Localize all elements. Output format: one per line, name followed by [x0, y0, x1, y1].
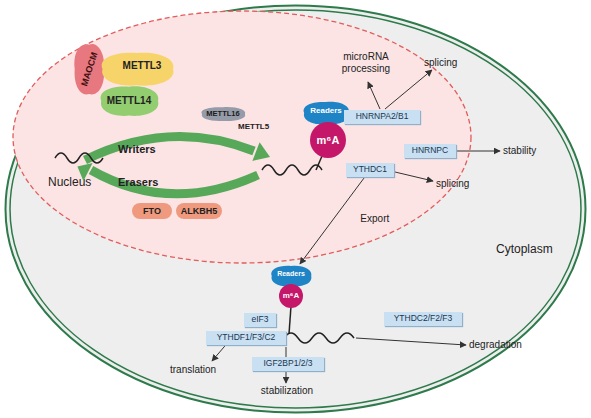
reader-protein-box: eIF3	[244, 313, 276, 327]
outcome-label: splicing	[436, 178, 486, 190]
nucleus-envelope: Nucleus MAOCM METTL3METTL14METTL16FTO ALKBH…	[12, 10, 472, 264]
eraser-protein: FTO	[132, 203, 172, 219]
protein-name: METTL16	[206, 110, 239, 119]
reader-protein-box: YTHDC2/F2/F3	[384, 312, 462, 326]
protein-name: IGF2BP1/2/3	[263, 359, 312, 369]
circle-shape	[310, 122, 346, 158]
reader-protein-box: YTHDF1/F3/C2	[206, 331, 286, 345]
writer-protein: MAOCM	[72, 40, 106, 98]
reader-protein-box: IGF2BP1/2/3	[252, 357, 324, 371]
protein-name: METTL14	[107, 95, 151, 107]
eraser-protein: ALKBH5	[176, 203, 222, 219]
protein-name: YTHDC2/F2/F3	[394, 314, 453, 324]
protein-name: METTL3	[123, 60, 162, 72]
writer-protein: METTL16	[198, 106, 248, 122]
outcome-label: translation	[170, 364, 230, 376]
reader-protein-box: HNRNPA2/B1	[344, 110, 420, 124]
compartment-label: Nucleus	[48, 176, 112, 190]
protein-name: YTHDC1	[353, 165, 387, 175]
reader-protein-box: HNRNPC	[404, 144, 456, 158]
outcome-label: stabilization	[252, 385, 322, 397]
export-arrow	[300, 177, 365, 264]
inner-membrane	[10, 10, 581, 408]
compartment-label: Cytoplasm	[496, 243, 568, 257]
protein-name: FTO	[143, 206, 161, 216]
outcome-label: microRNA processing	[336, 51, 396, 75]
reader-name: Readers	[310, 106, 342, 115]
protein-name: eIF3	[251, 315, 268, 325]
process-label: Erasers	[118, 176, 178, 189]
blob-shape	[304, 102, 349, 125]
outer-membrane	[6, 6, 586, 413]
blob-shape	[271, 266, 311, 287]
writer-protein: METTL3	[96, 50, 178, 88]
blob-shape	[202, 107, 246, 121]
blob-shape	[74, 44, 104, 94]
reader-name: Readers	[277, 270, 305, 278]
modification-name: m⁶A	[283, 291, 300, 300]
blob-shape	[101, 86, 159, 116]
protein-name: ALKBH5	[181, 206, 218, 216]
m6a-mark: m⁶A	[279, 284, 303, 308]
protein-name: HNRNPA2/B1	[356, 112, 409, 122]
protein-label: METTL5	[238, 122, 278, 132]
process-label: Writers	[118, 143, 178, 156]
cell-membrane: Cytoplasm Nucleus MAOCM METTL3METTL14METTL1…	[4, 4, 587, 414]
modification-name: m⁶A	[317, 134, 340, 147]
edge-label: Export	[360, 213, 389, 224]
outcome-label: degradation	[469, 339, 539, 351]
nuclear-envelope	[13, 11, 471, 263]
reader-protein-box: YTHDC1	[346, 163, 394, 177]
protein-name: HNRNPC	[412, 146, 448, 156]
m6a-mark: m⁶A	[310, 122, 346, 158]
writer-protein: METTL14	[96, 84, 162, 118]
outcome-label: stability	[503, 145, 553, 157]
blob-shape	[102, 53, 174, 86]
outcome-label: splicing	[424, 57, 474, 69]
protein-name: YTHDF1/F3/C2	[217, 333, 276, 343]
circle-shape	[279, 284, 303, 308]
